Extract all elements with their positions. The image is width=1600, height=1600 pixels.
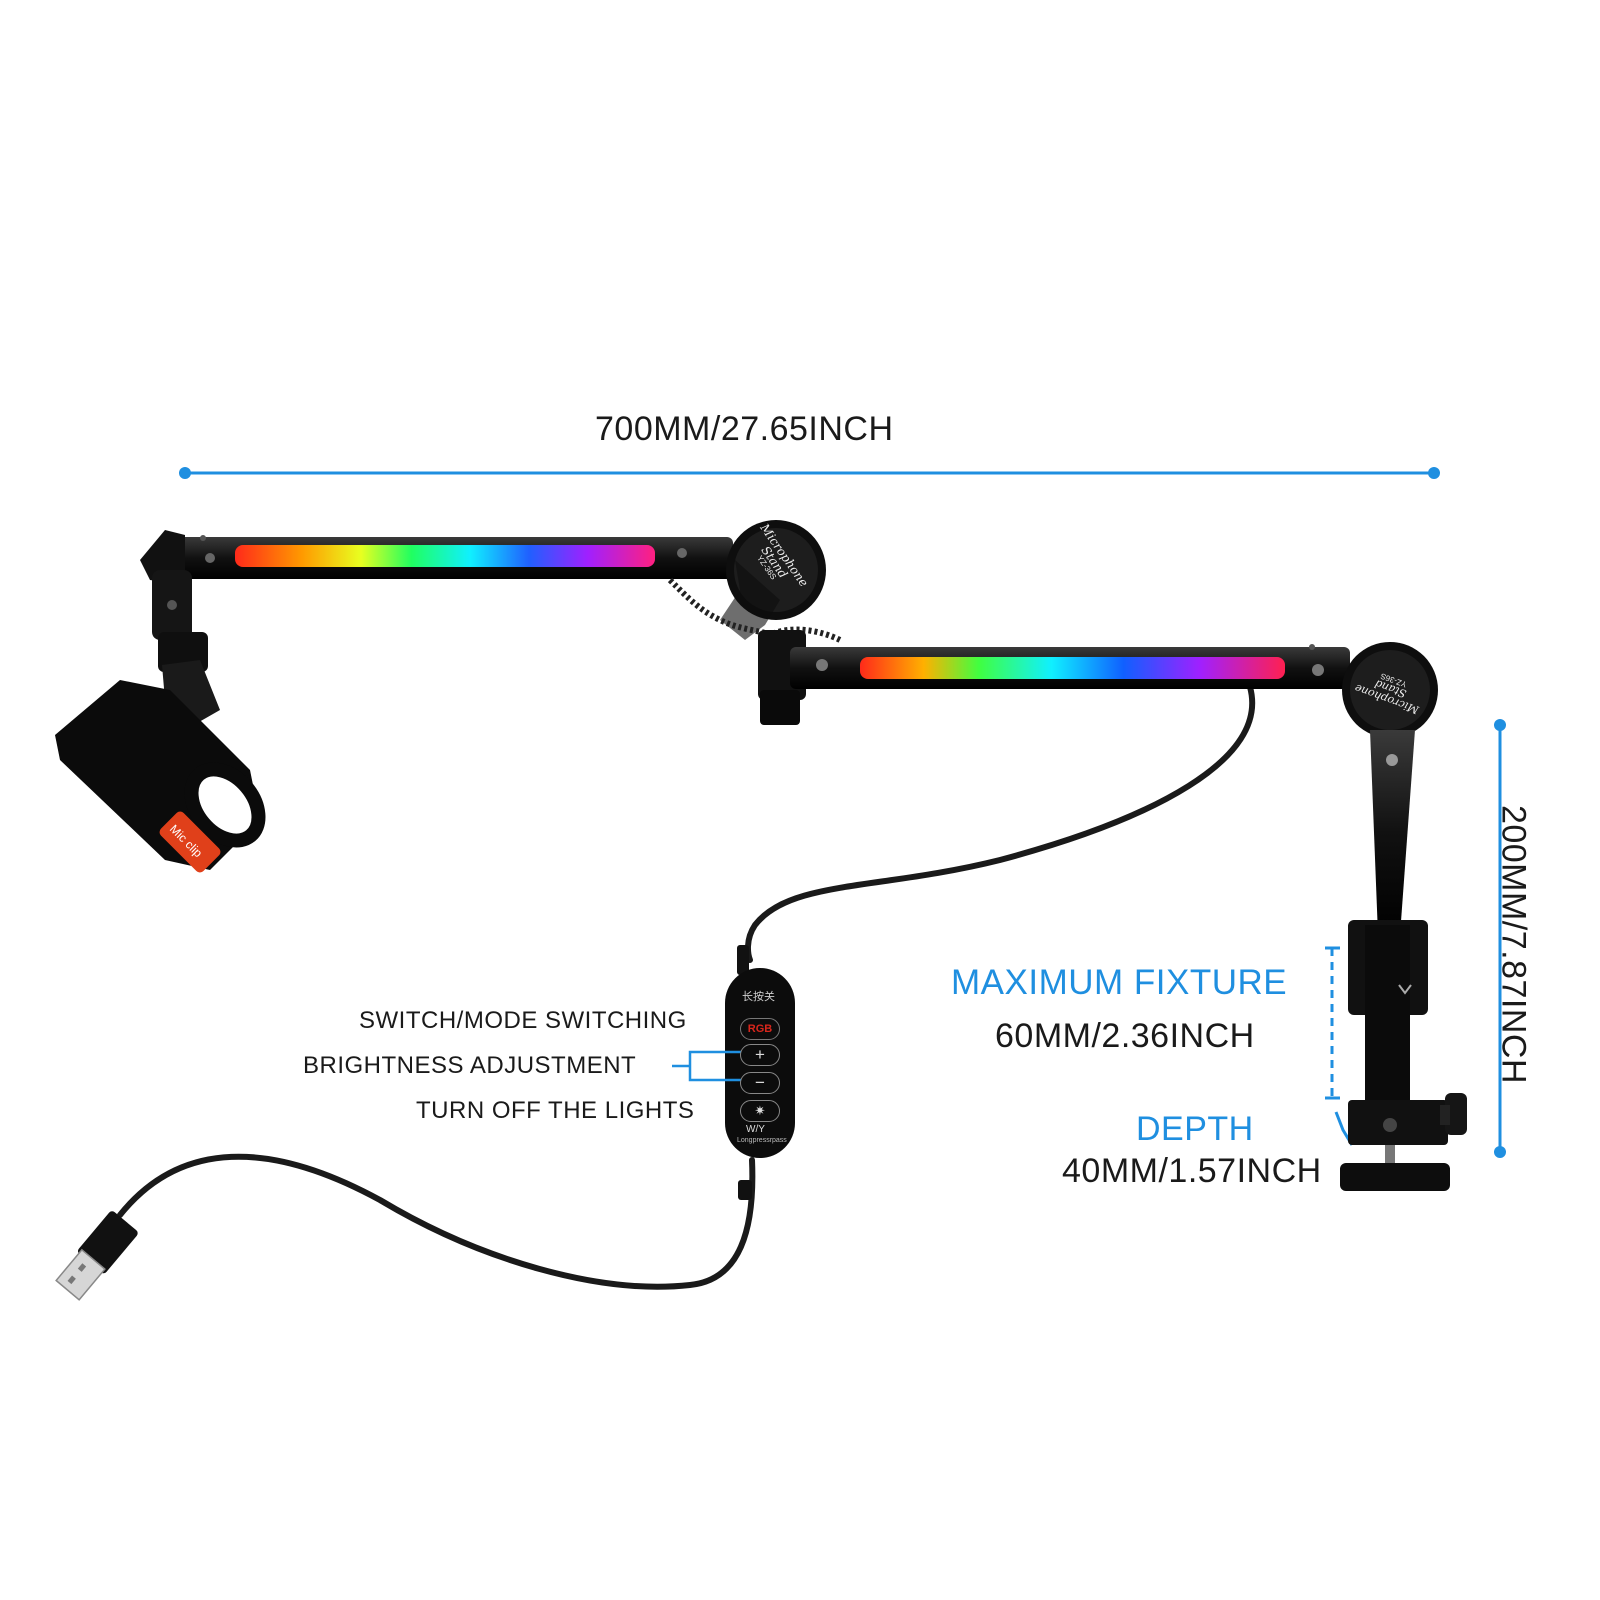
- depth-value: 40MM/1.57INCH: [1062, 1152, 1322, 1190]
- brightness-down-button[interactable]: −: [740, 1072, 780, 1094]
- switch-mode-label: SWITCH/MODE SWITCHING: [359, 1007, 687, 1034]
- brightness-label: BRIGHTNESS ADJUSTMENT: [303, 1052, 637, 1079]
- lower-arm: [790, 644, 1350, 689]
- depth-title: DEPTH: [1136, 1110, 1254, 1148]
- wy-label: W/Y: [746, 1124, 765, 1135]
- plus-icon: +: [755, 1045, 765, 1064]
- mic-clip-tag: [159, 811, 221, 873]
- mode-button-label: RGB: [747, 1023, 773, 1035]
- desk-clamp: [1340, 920, 1467, 1191]
- fixture-value: 60MM/2.36INCH: [995, 1017, 1255, 1055]
- height-dimension-label: 200MM/7.87INCH: [1494, 804, 1533, 1085]
- lights-off-button[interactable]: ✷: [740, 1100, 780, 1122]
- brightness-up-button[interactable]: +: [740, 1044, 780, 1066]
- middle-joint: [667, 520, 842, 725]
- usb-plug: [55, 1211, 138, 1301]
- right-joint: [1342, 642, 1438, 935]
- turn-off-label: TURN OFF THE LIGHTS: [416, 1097, 695, 1124]
- fixture-dimension-indicator: [1325, 946, 1354, 1146]
- height-dimension-line: [1494, 719, 1506, 1158]
- mode-button[interactable]: RGB: [740, 1018, 780, 1040]
- upper-arm: [178, 535, 733, 579]
- sun-icon: ✷: [754, 1103, 766, 1118]
- long-press-label: Longpressrpass: [737, 1137, 787, 1144]
- usb-cable: [117, 684, 1255, 1290]
- width-dimension-label: 700MM/27.65INCH: [595, 410, 894, 448]
- controller-top-text: 长按关: [742, 991, 775, 1003]
- mic-clip-assembly: [55, 530, 266, 873]
- minus-icon: −: [755, 1073, 765, 1092]
- fixture-title: MAXIMUM FIXTURE: [951, 963, 1288, 1002]
- brightness-bracket: [672, 1050, 741, 1082]
- width-dimension-line: [179, 467, 1440, 479]
